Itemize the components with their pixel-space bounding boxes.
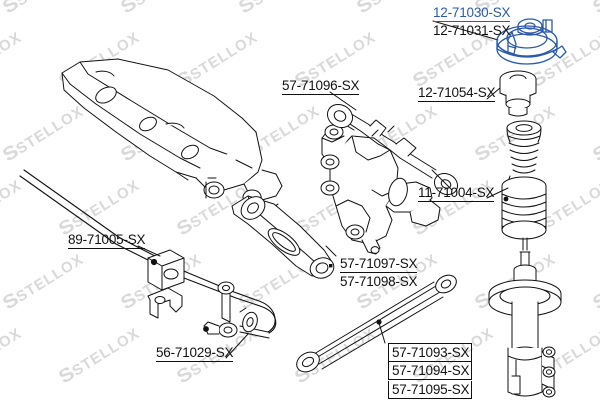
- part-dust-boot: [501, 120, 547, 240]
- part-steering-knuckle: [320, 123, 441, 255]
- part-number-label-stabilizer-bushing[interactable]: 89-71005-SX: [68, 232, 146, 249]
- part-number-label-dust-boot[interactable]: 11-71004-SX: [418, 185, 495, 202]
- part-lower-control-arm: [231, 195, 335, 279]
- part-number-label-track-rod-alt-2[interactable]: 57-71095-SX: [388, 381, 473, 399]
- part-strut-mount-highlighted: [496, 18, 567, 65]
- part-upper-control-arm: [326, 103, 459, 196]
- part-number-label-bump-stop[interactable]: 12-71054-SX: [418, 85, 496, 102]
- part-number-label-track-rod-alt-1[interactable]: 57-71094-SX: [388, 362, 473, 380]
- part-number-label-strut-mount[interactable]: 12-71030-SX: [433, 5, 511, 22]
- part-number-label-upper-control-arm[interactable]: 57-71096-SX: [282, 78, 360, 95]
- part-number-label-lower-control-arm-alt[interactable]: 57-71098-SX: [340, 274, 418, 289]
- part-number-label-stabilizer-link[interactable]: 56-71029-SX: [156, 345, 234, 362]
- part-stabilizer-bar: [19, 169, 277, 339]
- part-number-label-strut-mount-bearing[interactable]: 12-71031-SX: [433, 23, 511, 38]
- part-stabilizer-bushing: [147, 249, 185, 319]
- leader-lines: [137, 20, 509, 359]
- part-shock-absorber-strut: [488, 237, 562, 398]
- part-number-label-lower-control-arm[interactable]: 57-71097-SX: [340, 256, 418, 273]
- part-bump-stop: [499, 70, 537, 117]
- part-front-subframe: [61, 58, 283, 208]
- part-number-label-track-rod[interactable]: 57-71093-SX: [388, 343, 473, 362]
- part-stabilizer-link: [203, 281, 258, 338]
